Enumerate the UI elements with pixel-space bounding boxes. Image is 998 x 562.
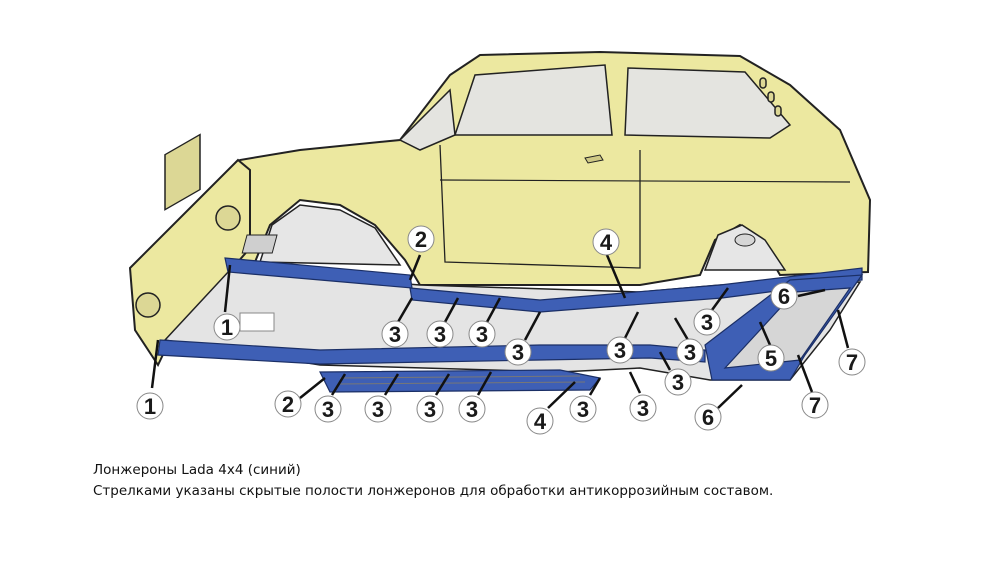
marker-3-e: 3 bbox=[606, 311, 640, 364]
marker-3-g: 3 bbox=[693, 287, 730, 336]
rear-wheel-arch bbox=[703, 224, 787, 271]
marker-7-upper: 7 bbox=[836, 309, 866, 376]
suspension-mount bbox=[734, 233, 756, 247]
door-handle bbox=[584, 154, 604, 164]
marker-4-upper: 4 bbox=[592, 228, 627, 299]
windshield bbox=[398, 88, 456, 151]
marker-label: 3 bbox=[577, 397, 589, 422]
marker-3-i: 3 bbox=[314, 373, 347, 423]
marker-label: 7 bbox=[809, 393, 821, 418]
front-door-window bbox=[453, 64, 613, 136]
body-crease bbox=[439, 179, 851, 183]
marker-7-lower: 7 bbox=[796, 354, 829, 419]
marker-3-c: 3 bbox=[468, 297, 502, 348]
marker-1-front-lower: 1 bbox=[136, 339, 164, 420]
marker-3-b: 3 bbox=[426, 297, 460, 348]
arch-opening bbox=[241, 234, 278, 254]
marker-label: 1 bbox=[221, 315, 233, 340]
marker-label: 3 bbox=[637, 396, 649, 421]
marker-6-lower: 6 bbox=[694, 384, 743, 431]
marker-3-p: 3 bbox=[389, 322, 401, 347]
marker-3-l: 3 bbox=[458, 371, 493, 423]
marker-3-a: 3 bbox=[381, 297, 414, 348]
marker-3-m: 3 bbox=[569, 377, 602, 423]
caption-description: Стрелками указаны скрытые полости лонжер… bbox=[93, 483, 774, 499]
marker-label: 4 bbox=[534, 409, 547, 434]
marker-label: 3 bbox=[672, 370, 684, 395]
front-wheel-arch bbox=[258, 204, 402, 266]
marker-label: 3 bbox=[372, 397, 384, 422]
marker-3-k: 3 bbox=[416, 373, 451, 423]
marker-3-f: 3 bbox=[673, 317, 704, 366]
marker-label: 3 bbox=[434, 322, 446, 347]
marker-label: 3 bbox=[424, 397, 436, 422]
marker-label: 1 bbox=[144, 394, 156, 419]
marker-label: 3 bbox=[512, 340, 524, 365]
spars bbox=[157, 257, 864, 393]
marker-label: 3 bbox=[614, 338, 626, 363]
marker-label: 2 bbox=[282, 392, 294, 417]
marker-5: 5 bbox=[757, 321, 785, 372]
headlight-left bbox=[135, 292, 161, 318]
marker-label: 3 bbox=[389, 322, 401, 347]
rear-vents bbox=[759, 77, 782, 117]
marker-3-j: 3 bbox=[364, 373, 400, 423]
marker-4-lower: 4 bbox=[526, 381, 576, 435]
marker-label: 3 bbox=[476, 322, 488, 347]
marker-6-upper: 6 bbox=[770, 282, 826, 310]
headlight-right bbox=[215, 205, 241, 231]
marker-label: 6 bbox=[702, 405, 714, 430]
marker-3-d: 3 bbox=[504, 311, 542, 366]
marker-label: 6 bbox=[778, 284, 790, 309]
marker-1-inner: 1 bbox=[213, 264, 241, 341]
door-outline bbox=[439, 144, 641, 269]
grille bbox=[164, 133, 201, 211]
marker-3-h: 3 bbox=[658, 351, 692, 396]
marker-label: 3 bbox=[466, 397, 478, 422]
caption-title: Лонжероны Lada 4x4 (синий) bbox=[93, 462, 301, 478]
car-body-diagram: 1 1 2 2 3 3 3 3 3 bbox=[128, 50, 872, 435]
floor-patch bbox=[239, 312, 275, 332]
marker-2-upper: 2 bbox=[407, 225, 435, 281]
marker-label: 7 bbox=[846, 350, 858, 375]
marker-3-o: 3 bbox=[687, 340, 699, 365]
marker-label: 3 bbox=[322, 397, 334, 422]
marker-3-n: 3 bbox=[628, 371, 657, 422]
marker-2-lower: 2 bbox=[274, 377, 326, 418]
marker-label: 2 bbox=[415, 227, 427, 252]
floor-ribs bbox=[337, 375, 586, 385]
marker-label: 5 bbox=[765, 346, 777, 371]
marker-label: 4 bbox=[600, 230, 613, 255]
marker-label: 3 bbox=[684, 340, 696, 365]
marker-label: 3 bbox=[701, 310, 713, 335]
